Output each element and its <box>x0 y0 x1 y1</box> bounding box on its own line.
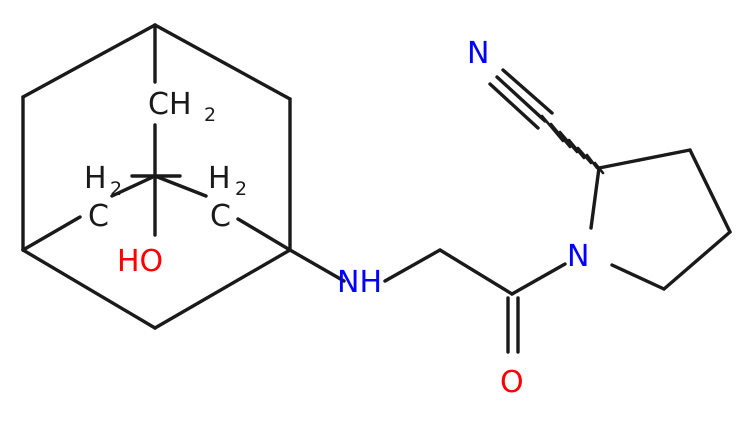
bond-top-left <box>21 23 157 99</box>
bond-top-right <box>153 23 292 101</box>
ch2-right-h-label: H <box>208 161 231 196</box>
bond-bridgehead-to-nh <box>288 248 346 283</box>
ch2-top-label: CH <box>148 87 192 122</box>
nitrile-triple-bond <box>488 68 554 130</box>
carbonyl-o-label: O <box>500 365 524 400</box>
nitrile-n-label: N <box>467 36 489 71</box>
bond-ring-n-to-c2 <box>589 166 601 230</box>
bond-ch2-to-carbonyl <box>438 248 514 296</box>
glycyl-linker <box>288 248 567 354</box>
amine-nh-label: NH <box>337 265 382 300</box>
triple-bond-2 <box>501 68 554 115</box>
ch2-top-subscript: 2 <box>204 104 216 126</box>
bond-c4-to-c5 <box>662 230 732 291</box>
ch2-left-h-label: H <box>84 161 107 196</box>
hash-4 <box>567 138 586 160</box>
ch2-left-c-label: C <box>88 199 109 234</box>
hash-6 <box>549 122 572 149</box>
ring-n-label: N <box>567 239 589 274</box>
bond-c-right-to-mid <box>153 174 208 198</box>
bond-c-left-to-mid <box>110 174 157 198</box>
bond-nh-to-ch2 <box>383 248 442 283</box>
ch2-right-c-label: C <box>210 199 231 234</box>
bond-c3-to-c4 <box>688 148 732 234</box>
atom-labels: N NH N O HO CH 2 H 2 C H 2 C <box>84 36 589 400</box>
hydroxyl-label: HO <box>117 244 163 279</box>
ch2-left-subscript: 2 <box>110 178 122 200</box>
hash-3 <box>576 146 593 165</box>
bond-ch2-right <box>236 217 292 252</box>
bond-c5-to-ring-n <box>610 263 666 291</box>
triple-bond-1 <box>495 75 547 123</box>
triple-bond-3 <box>488 82 540 130</box>
adamantane-cage <box>21 23 292 330</box>
hash-2 <box>585 153 599 170</box>
bond-bottom-to-bridgehead <box>153 248 292 330</box>
stereo-hash-wedge <box>540 114 605 175</box>
bond-lower-left-to-bottom <box>21 248 157 330</box>
ch2-right-subscript: 2 <box>235 178 247 200</box>
hash-1 <box>593 161 605 175</box>
bond-ch2-left <box>21 215 82 252</box>
pyrrolidine-ring <box>589 148 732 291</box>
bond-carbonyl-to-ring-n <box>510 262 567 296</box>
bond-c2-to-c3 <box>597 148 692 170</box>
hash-5 <box>558 130 579 154</box>
